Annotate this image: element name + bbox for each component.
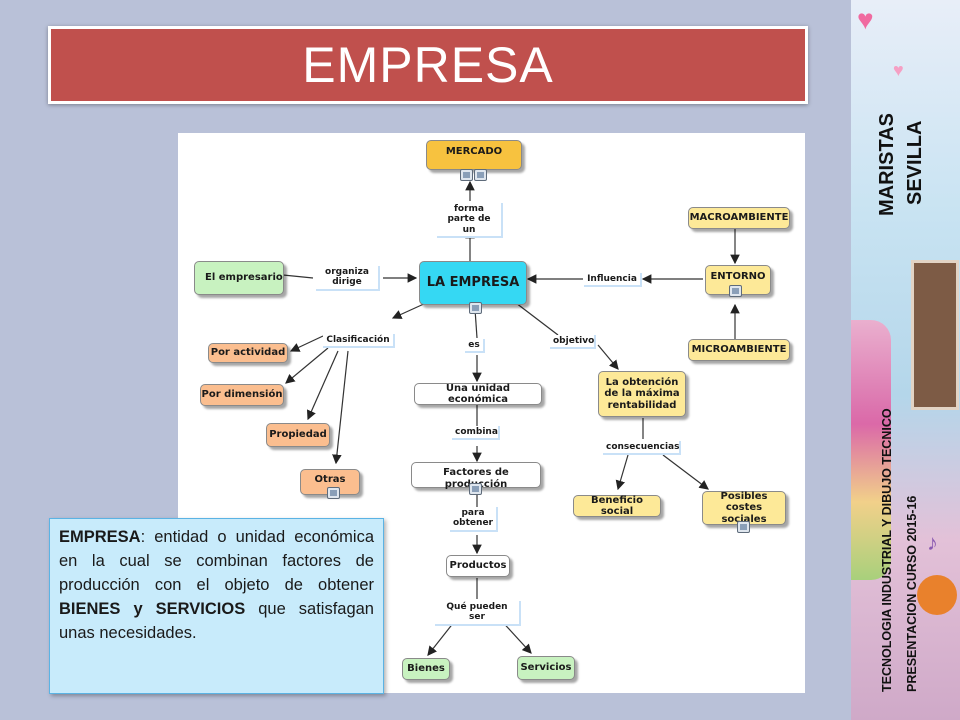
definition-bold: BIENES y SERVICIOS xyxy=(59,600,246,618)
decorative-sidebar: ♥ ♥ ♪ xyxy=(851,0,960,720)
concept-map-connectors xyxy=(282,180,740,656)
door-illustration xyxy=(911,260,959,410)
node-costes-sociales: Posibles costes sociales xyxy=(702,491,786,525)
link-combina: combina xyxy=(452,426,500,441)
link-es: es xyxy=(465,339,485,354)
resource-icon xyxy=(460,169,473,181)
music-note-icon: ♪ xyxy=(927,530,938,555)
node-microambiente: MICROAMBIENTE xyxy=(688,339,790,361)
sidebar-course-line1: TECNOLOGIA INDUSTRIAL Y DIBUJO TECNICO xyxy=(880,408,894,692)
resource-icon xyxy=(469,302,482,314)
ball-illustration xyxy=(917,575,957,615)
link-clasificacion: Clasificación xyxy=(323,334,395,349)
slide-title-bar: EMPRESA xyxy=(48,26,808,104)
link-que-pueden-ser: Qué pueden ser xyxy=(435,601,521,626)
node-propiedad: Propiedad xyxy=(266,423,330,447)
link-para-obtener: para obtener xyxy=(450,507,498,532)
node-por-dimension: Por dimensión xyxy=(200,384,284,406)
resource-icon xyxy=(474,169,487,181)
slide-title: EMPRESA xyxy=(302,37,554,93)
resource-icon xyxy=(327,487,340,499)
sidebar-sevilla: SEVILLA xyxy=(904,120,926,205)
link-forma-parte: forma parte de un xyxy=(437,203,503,239)
node-bienes: Bienes xyxy=(402,658,450,680)
node-productos: Productos xyxy=(446,555,510,577)
definition-text-2: que satisfagan unas necesidades. xyxy=(59,600,374,642)
rings-illustration xyxy=(851,320,891,580)
node-por-actividad: Por actividad xyxy=(208,343,288,363)
heart-icon: ♥ xyxy=(857,4,874,35)
node-macroambiente: MACROAMBIENTE xyxy=(688,207,790,229)
resource-icon xyxy=(729,285,742,297)
link-consecuencias: consecuencias xyxy=(603,441,681,456)
node-servicios: Servicios xyxy=(517,656,575,680)
resource-icon xyxy=(469,483,482,495)
link-objetivo: objetivo xyxy=(550,335,596,350)
link-organiza: organiza dirige xyxy=(316,266,380,291)
link-influencia: Influencia xyxy=(584,273,642,288)
resource-icon xyxy=(737,521,750,533)
definition-text-1: : entidad o unidad económica en la cual … xyxy=(59,528,374,594)
node-unidad-economica: Una unidad económica xyxy=(414,383,542,405)
sidebar-course-line2: PRESENTACION CURSO 2015-16 xyxy=(905,495,919,692)
node-mercado: MERCADO xyxy=(426,140,522,170)
definition-term: EMPRESA xyxy=(59,528,141,546)
node-empresario: El empresario xyxy=(194,261,284,295)
definition-box: EMPRESA: entidad o unidad económica en l… xyxy=(49,518,384,694)
node-obtencion-rentabilidad: La obtención de la máxima rentabilidad xyxy=(598,371,686,417)
node-beneficio-social: Beneficio social xyxy=(573,495,661,517)
node-la-empresa: LA EMPRESA xyxy=(419,261,527,305)
sidebar-maristas: MARISTAS xyxy=(876,113,898,216)
heart-icon: ♥ xyxy=(893,60,904,80)
